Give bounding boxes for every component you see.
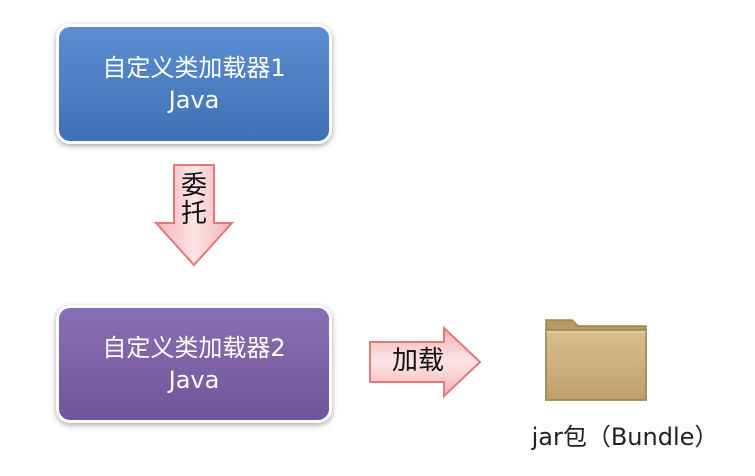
load-arrow: [369, 326, 482, 398]
folder-icon: [545, 319, 647, 401]
delegate-label-char-1: 委: [180, 171, 207, 201]
custom-classloader-2-node: 自定义类加载器2 Java: [56, 305, 332, 423]
custom-classloader-1-title: 自定义类加载器1: [102, 54, 286, 82]
load-label: 加载: [391, 346, 444, 376]
custom-classloader-2-subtitle: Java: [168, 366, 220, 394]
custom-classloader-1-node: 自定义类加载器1 Java: [56, 24, 332, 144]
jar-bundle-caption: jar包（Bundle）: [531, 423, 719, 451]
delegate-label: 委 托: [176, 172, 212, 228]
custom-classloader-2-title: 自定义类加载器2: [102, 334, 286, 362]
custom-classloader-1-subtitle: Java: [168, 86, 220, 114]
delegate-arrow: [154, 164, 234, 267]
delegate-label-char-2: 托: [180, 199, 207, 229]
